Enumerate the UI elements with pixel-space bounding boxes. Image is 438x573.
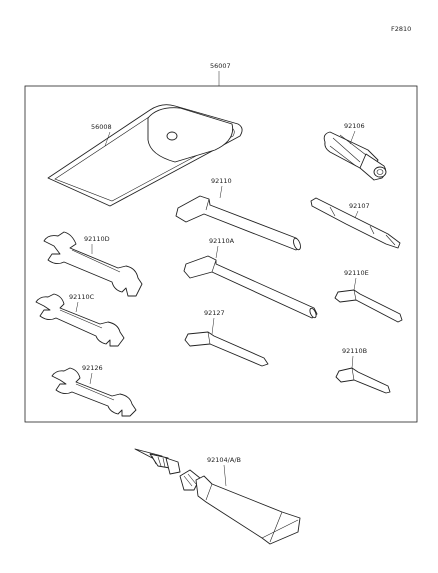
part-number-92127: 92127 bbox=[204, 309, 225, 317]
hex-key-92110A bbox=[183, 255, 318, 319]
figure-code: F2810 bbox=[391, 25, 411, 33]
part-number-92110: 92110 bbox=[211, 177, 232, 185]
part-number-92110E: 92110E bbox=[344, 269, 369, 277]
screwdriver-bit-92107 bbox=[310, 197, 401, 249]
pouch-snap-icon bbox=[166, 131, 178, 141]
wrench-92110C bbox=[35, 293, 125, 347]
part-number-92106: 92106 bbox=[344, 122, 365, 130]
part-number-92126: 92126 bbox=[82, 364, 103, 372]
part-number-92104: 92104/A/B bbox=[207, 456, 241, 464]
hex-key-92110 bbox=[175, 195, 301, 251]
grease-tube-92104 bbox=[134, 448, 301, 545]
part-number-92110D: 92110D bbox=[84, 235, 110, 243]
driver-handle-92106 bbox=[323, 131, 387, 181]
part-number-92110B: 92110B bbox=[342, 347, 367, 355]
part-number-56008: 56008 bbox=[91, 123, 112, 131]
pouch-56008 bbox=[47, 104, 243, 207]
hex-key-92110B bbox=[335, 367, 391, 394]
kit-frame bbox=[24, 85, 418, 423]
hex-key-92127 bbox=[184, 331, 269, 367]
part-number-92107: 92107 bbox=[349, 202, 370, 210]
wrench-92126 bbox=[51, 367, 137, 417]
wrench-92110D bbox=[43, 231, 143, 297]
part-number-92110C: 92110C bbox=[69, 293, 95, 301]
part-number-92110A: 92110A bbox=[209, 237, 235, 245]
kit-label: 56007 bbox=[210, 62, 231, 70]
hex-key-92110E bbox=[334, 289, 403, 323]
